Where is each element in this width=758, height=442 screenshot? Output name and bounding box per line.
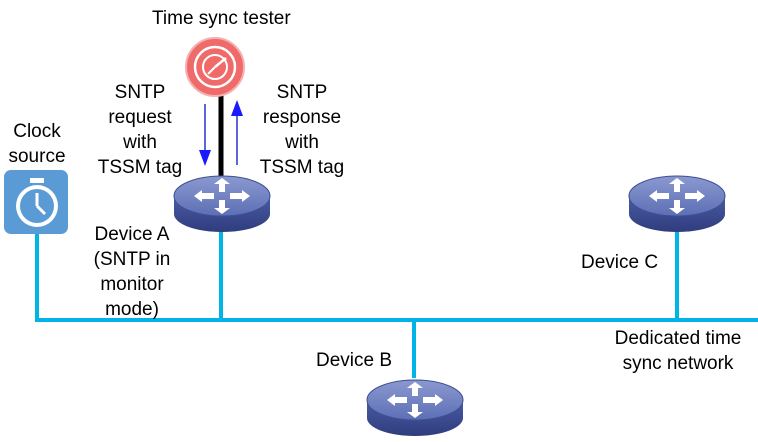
request-arrow bbox=[199, 104, 211, 166]
response-label: SNTP response with TSSM tag bbox=[259, 82, 345, 178]
request-label: SNTP request with TSSM tag bbox=[97, 82, 183, 178]
tester-title: Time sync tester bbox=[152, 8, 291, 29]
device-b-router-icon bbox=[366, 379, 464, 437]
device-a-router-icon bbox=[173, 175, 271, 233]
device-c-label: Device C bbox=[581, 252, 659, 273]
network-label: Dedicated time sync network bbox=[614, 328, 742, 374]
device-a-label: Device A (SNTP in monitor mode) bbox=[93, 224, 171, 320]
network-links bbox=[35, 95, 758, 378]
clock-source-icon bbox=[4, 170, 68, 234]
clock-source-label: Clock source bbox=[8, 121, 66, 167]
response-arrow bbox=[231, 100, 243, 165]
device-b-label: Device B bbox=[316, 350, 393, 371]
device-c-router-icon bbox=[628, 175, 726, 233]
tester-icon bbox=[185, 37, 245, 97]
